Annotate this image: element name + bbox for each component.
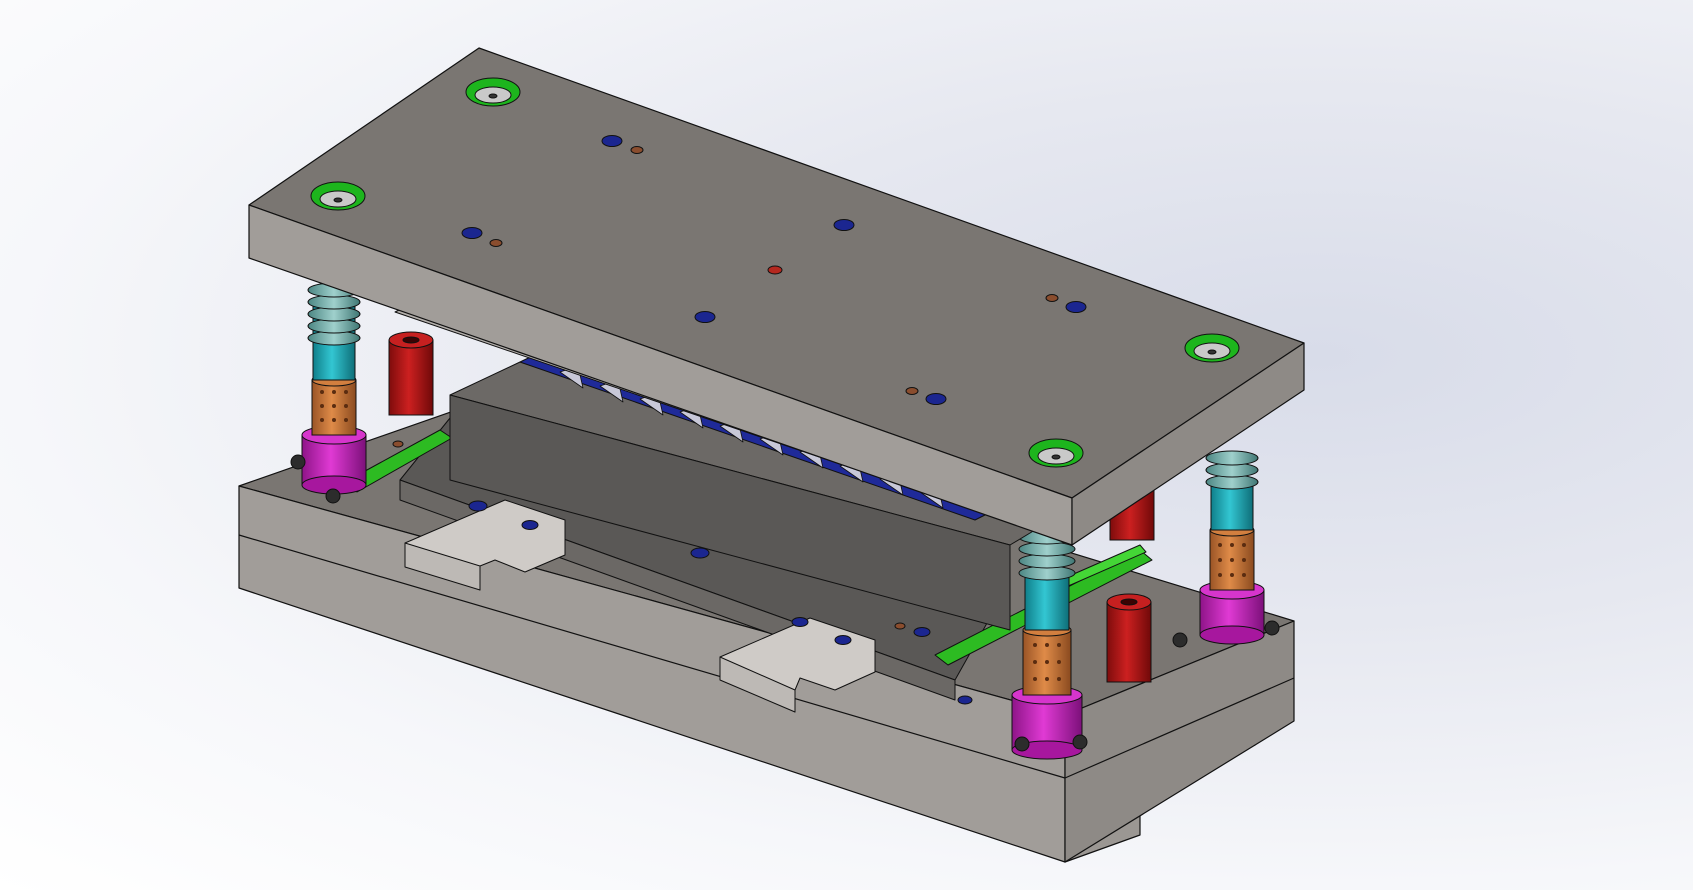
guide-post-back-right: [1172, 450, 1280, 648]
screw-hole-icon: [694, 311, 716, 323]
guide-post-assemblies: [290, 282, 1280, 760]
guide-post-front-right: [1011, 529, 1088, 760]
dowel-pin-icon: [1045, 294, 1059, 302]
stop-block-back-left: [388, 331, 434, 416]
bushing-pocket-icon: [1184, 333, 1240, 363]
screw-hole-icon: [833, 219, 855, 231]
stop-block-front: [1106, 593, 1152, 683]
screw-hole-icon: [957, 695, 973, 705]
center-pin-icon: [767, 265, 783, 275]
hex-nut-icon: [290, 454, 341, 504]
screw-hole-icon: [925, 393, 947, 405]
dowel-pin-icon: [630, 146, 644, 154]
screw-hole-icon: [461, 227, 483, 239]
screw-hole-icon: [601, 135, 623, 147]
dowel-pin-icon: [905, 387, 919, 395]
screw-hole-icon: [913, 627, 931, 637]
top-plate-features: [310, 77, 1240, 468]
dowel-pin-icon: [489, 239, 503, 247]
stopper-block-left-front: [404, 542, 481, 591]
screw-hole-icon: [1065, 301, 1087, 313]
stop-blocks: [388, 331, 1155, 683]
lower-die-details: [342, 417, 1153, 713]
hex-nut-icon: [1014, 734, 1088, 752]
bushing-pocket-icon: [310, 181, 366, 211]
hex-nut-icon: [1172, 620, 1280, 648]
screw-hole-icon: [521, 520, 539, 530]
base-plate-side: [1064, 620, 1295, 863]
punch-holder-front: [449, 394, 1011, 631]
screw-hole-icon: [468, 500, 488, 512]
screw-hole-icon: [690, 547, 710, 559]
bushing-dots: [320, 390, 1246, 681]
bushing-pocket-icon: [465, 77, 521, 107]
dowel-pin-icon: [392, 440, 404, 448]
screw-hole-icon: [791, 617, 809, 627]
dowel-pin-icon: [894, 622, 906, 630]
bushing-pocket-icon: [1028, 438, 1084, 468]
base-plate-split-line: [238, 534, 1295, 779]
guide-post-back-left: [290, 282, 367, 504]
screw-hole-icon: [834, 635, 852, 645]
stopper-block-right-front: [719, 656, 796, 713]
top-plate-side: [1071, 342, 1305, 546]
